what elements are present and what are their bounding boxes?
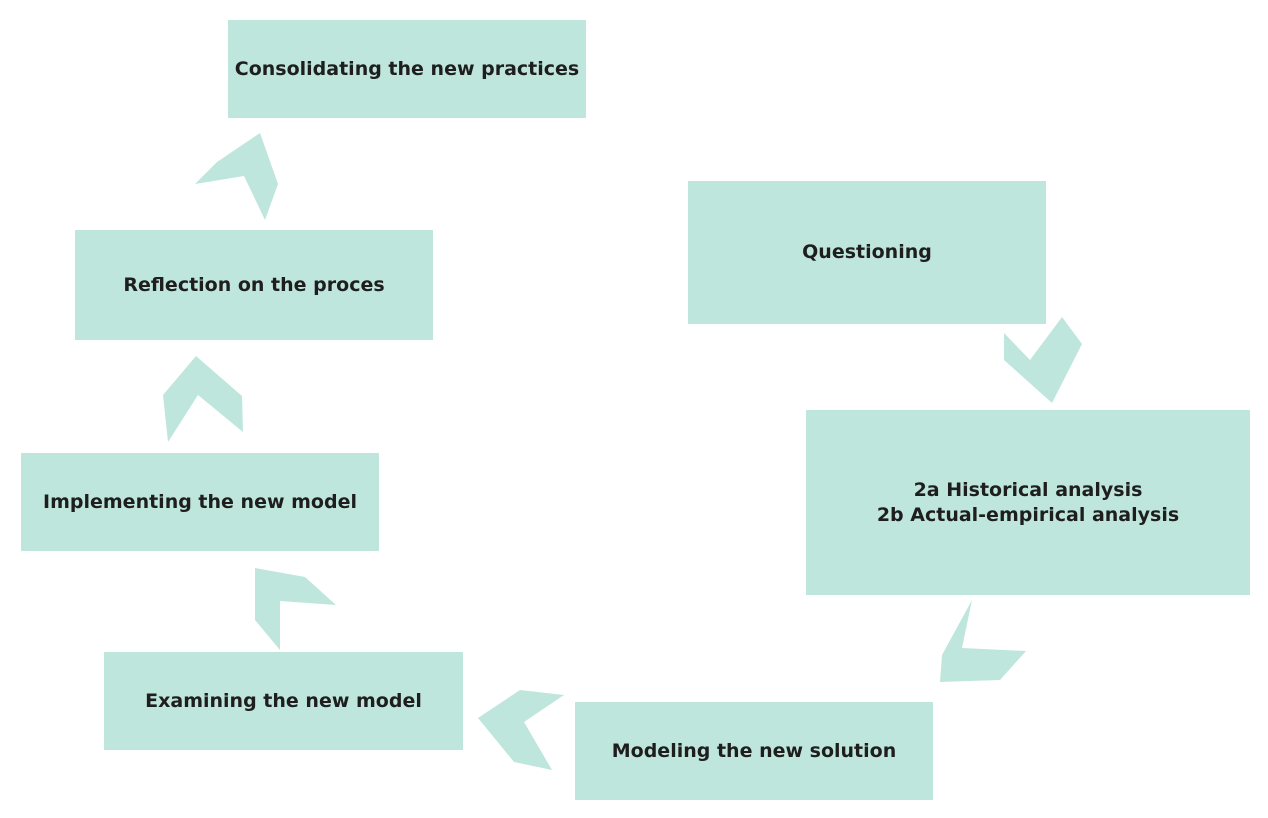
chevron-up-icon: [163, 356, 243, 442]
chevron-up-right-icon: [255, 568, 336, 650]
chevron-up-icon: [195, 133, 278, 220]
step-analysis: 2a Historical analysis 2b Actual-empiric…: [806, 410, 1250, 595]
step-label: Implementing the new model: [43, 490, 357, 513]
step-examining: Examining the new model: [104, 652, 463, 750]
step-label: Examining the new model: [145, 689, 422, 712]
step-label: Reflection on the proces: [123, 273, 385, 296]
step-label-empirical: 2b Actual-empirical analysis: [876, 503, 1180, 526]
chevron-left-icon: [478, 690, 564, 770]
step-label: Consolidating the new practices: [234, 57, 580, 80]
step-label: Modeling the new solution: [611, 739, 897, 762]
step-label: Questioning: [802, 241, 932, 264]
chevron-down-icon: [1004, 317, 1082, 403]
step-label-historical: 2a Historical analysis: [913, 478, 1143, 501]
chevron-down-left-icon: [940, 600, 1026, 682]
step-questioning: Questioning: [688, 181, 1046, 324]
step-consolidating: Consolidating the new practices: [228, 20, 586, 118]
step-implementing: Implementing the new model: [21, 453, 379, 551]
step-modeling: Modeling the new solution: [575, 702, 933, 800]
step-reflection: Reflection on the proces: [75, 230, 433, 340]
